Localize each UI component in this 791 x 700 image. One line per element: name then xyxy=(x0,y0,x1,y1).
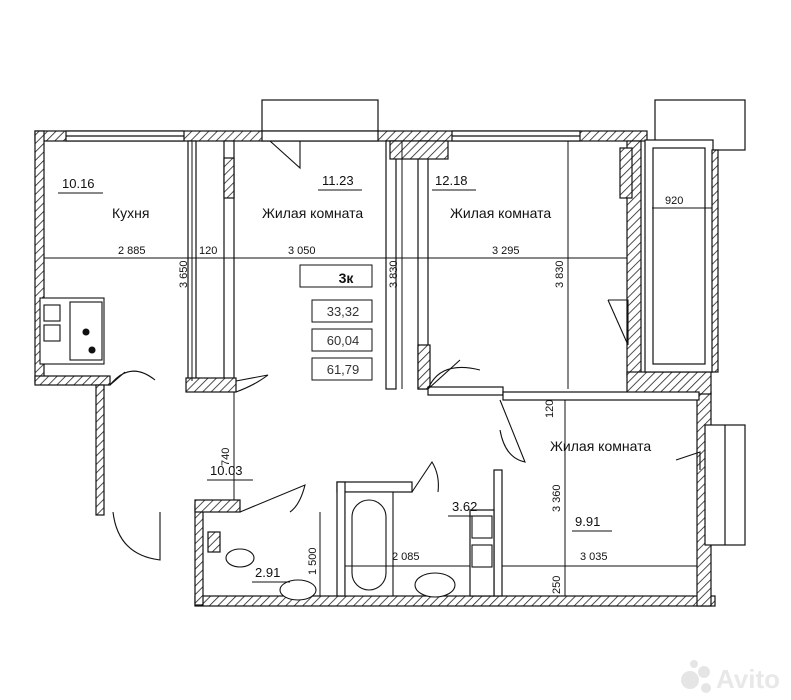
dim-balcony-920: 920 xyxy=(665,195,683,207)
kitchen-fixtures xyxy=(39,297,105,365)
dim-toilet-1500: 1 500 xyxy=(307,547,319,575)
dim-living3-width: 3 035 xyxy=(580,551,608,563)
room-area-toilet: 2.91 xyxy=(255,565,280,580)
room-name-living-1: Жилая комната xyxy=(262,205,363,221)
room-area-living-2: 12.18 xyxy=(435,173,468,188)
balcony xyxy=(644,99,746,373)
summary-type: 3к xyxy=(339,270,355,286)
room-name-living-2: Жилая комната xyxy=(450,205,551,221)
room-name-living-3: Жилая комната xyxy=(550,438,651,454)
dim-hall-740: 740 xyxy=(220,448,232,466)
summary-box xyxy=(299,264,373,381)
dim-living1-length: 3 830 xyxy=(388,260,400,288)
room-area-living-3: 9.91 xyxy=(575,514,600,529)
watermark: Avito xyxy=(681,660,780,694)
dim-wall-250: 250 xyxy=(551,576,563,594)
doors xyxy=(109,140,701,561)
dim-living1-width: 3 050 xyxy=(288,245,316,257)
room-area-kitchen: 10.16 xyxy=(62,176,95,191)
dim-kitchen-width: 2 885 xyxy=(118,245,146,257)
right-window xyxy=(704,424,746,546)
dim-kitchen-length: 3 650 xyxy=(178,260,190,288)
summary-total-with-balcony: 61,79 xyxy=(327,362,360,377)
room-area-hallway: 10.03 xyxy=(210,463,243,478)
summary-living-area: 33,32 xyxy=(327,304,360,319)
dim-living3-length: 3 360 xyxy=(551,484,563,512)
top-windows xyxy=(65,99,581,142)
dim-living2-length: 3 830 xyxy=(554,260,566,288)
room-area-bathroom: 3.62 xyxy=(452,499,477,514)
dim-wall-120-lower: 120 xyxy=(544,400,556,418)
dim-bath-2085: 2 085 xyxy=(392,551,420,563)
room-name-kitchen: Кухня xyxy=(112,205,149,221)
dimension-lines xyxy=(44,141,712,596)
room-area-living-1: 11.23 xyxy=(322,173,354,188)
summary-total-area: 60,04 xyxy=(327,333,360,348)
interior-walls xyxy=(185,140,700,597)
watermark-text: Avito xyxy=(716,664,780,694)
dim-wall-120: 120 xyxy=(199,245,217,257)
dim-living2-width: 3 295 xyxy=(492,245,520,257)
bathroom-fixtures xyxy=(225,491,493,601)
